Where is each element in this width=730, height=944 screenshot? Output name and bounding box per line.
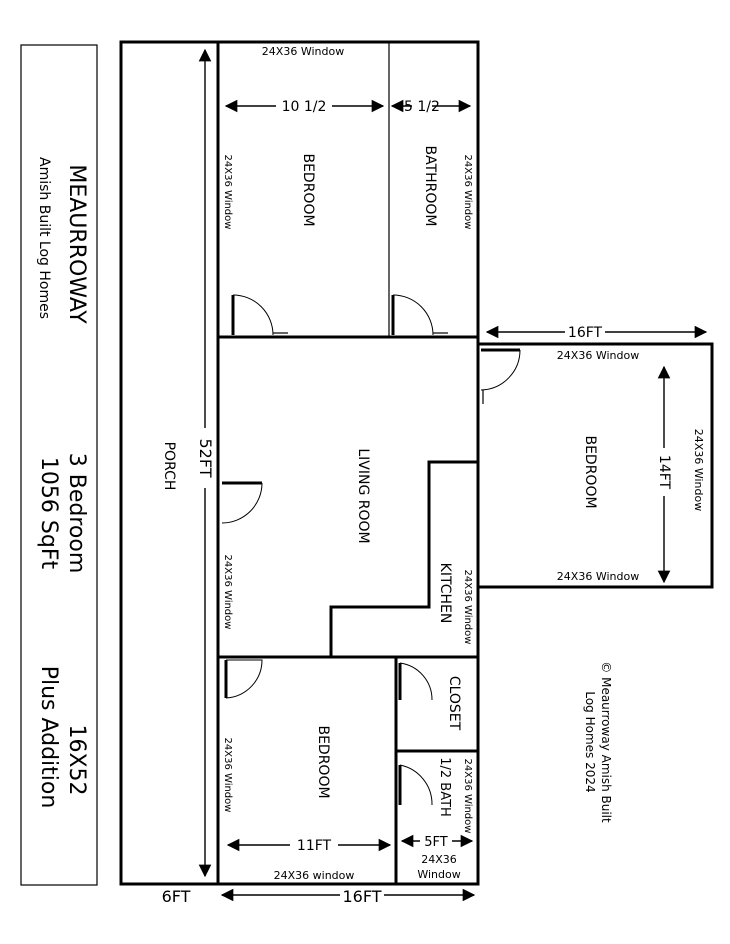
room-living: LIVING ROOM: [355, 448, 371, 543]
dim-half-bath-width: 5FT: [424, 835, 448, 850]
window-half-bath-right: 24X36 Window: [462, 759, 473, 834]
dim-bedroom-bottom-width: 11FT: [297, 838, 332, 854]
addition-label: Plus Addition: [36, 666, 61, 809]
house-size: 16X52: [64, 724, 89, 795]
dim-addition-width: 16FT: [568, 325, 603, 341]
dim-overall-length: 52FT: [196, 438, 215, 477]
title-panel-frame: [20, 44, 98, 886]
copyright-line-1: © Meaurroway Amish Built: [599, 661, 613, 823]
dim-bathroom-width: 5 1/2: [404, 99, 440, 115]
room-bedroom-bottom: BEDROOM: [315, 725, 331, 798]
walls: [119, 40, 714, 886]
copyright-line-2: Log Homes 2024: [583, 691, 597, 792]
window-bedroom-top-left: 24X36 Window: [222, 155, 233, 230]
bedroom-count: 3 Bedroom: [64, 453, 89, 574]
window-half-bath-bottom-2: Window: [417, 868, 460, 881]
room-bedroom-addition: BEDROOM: [582, 435, 598, 508]
dim-house-width: 16FT: [342, 887, 381, 906]
dim-bedroom-top-width: 10 1/2: [282, 99, 327, 115]
room-bathroom: BATHROOM: [422, 145, 438, 226]
dimension-lines: [198, 48, 708, 902]
room-half-bath: 1/2 BATH: [437, 757, 452, 817]
window-bedroom-bottom-left: 24X36 Window: [222, 738, 233, 813]
room-kitchen: KITCHEN: [437, 563, 453, 624]
window-half-bath-bottom-1: 24X36: [421, 853, 457, 866]
window-living-left: 24X36 Window: [222, 555, 233, 630]
room-bedroom-top: BEDROOM: [300, 153, 316, 226]
window-addition-bottom: 24X36 Window: [557, 570, 639, 583]
window-addition-right: 24X36 Window: [692, 429, 705, 511]
square-footage: 1056 SqFt: [36, 457, 61, 570]
window-addition-top: 24X36 Window: [557, 349, 639, 362]
doors: [221, 294, 521, 806]
room-closet: CLOSET: [446, 676, 462, 731]
dim-porch-width: 6FT: [162, 887, 191, 906]
brand-tagline: Amish Built Log Homes: [36, 157, 52, 319]
window-top: 24X36 Window: [262, 45, 344, 58]
window-bottom-bedroom: 24X36 window: [274, 869, 355, 882]
window-bathroom-right: 24X36 Window: [462, 155, 473, 230]
window-kitchen-right: 24X36 Window: [462, 570, 473, 645]
room-porch: PORCH: [161, 442, 177, 491]
dim-addition-depth: 14FT: [656, 455, 672, 490]
brand-name: MEAURROWAY: [64, 164, 89, 324]
